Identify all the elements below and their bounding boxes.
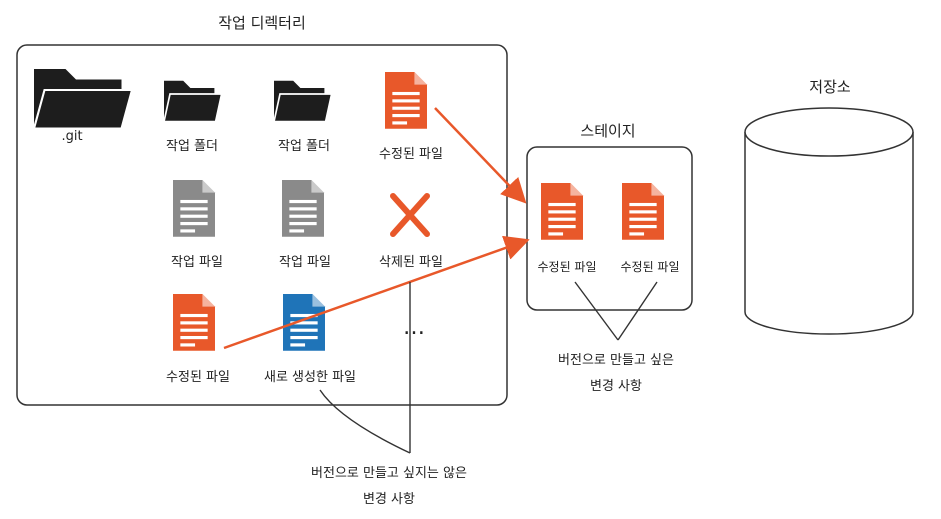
stage-file1-label: 수정된 파일 — [537, 260, 596, 274]
folder-icon — [272, 80, 333, 123]
stage-title: 스테이지 — [580, 122, 635, 140]
want-note-line2: 변경 사항 — [590, 379, 642, 394]
modified-file-icon — [173, 294, 215, 351]
git-label: .git — [61, 129, 82, 144]
deleted-x-icon — [390, 193, 430, 237]
modified-bottom-label: 수정된 파일 — [166, 370, 230, 385]
folder1-label: 작업 폴더 — [166, 139, 218, 154]
deleted-label: 삭제된 파일 — [379, 255, 443, 270]
working-dir-box — [16, 44, 508, 406]
working-dir-title: 작업 디렉터리 — [218, 14, 306, 32]
new-file-label: 새로 생성한 파일 — [264, 370, 356, 385]
file-icon — [282, 180, 324, 237]
file2-label: 작업 파일 — [279, 255, 331, 270]
file-icon — [173, 180, 215, 237]
repository-title: 저장소 — [809, 78, 851, 96]
want-callout-lines — [574, 281, 658, 341]
modified-top-label: 수정된 파일 — [379, 147, 443, 162]
git-folder-icon — [32, 69, 134, 130]
stage-box — [526, 146, 693, 311]
notwant-note-line1: 버전으로 만들고 싶지는 않은 — [311, 466, 467, 481]
folder2-label: 작업 폴더 — [278, 139, 330, 154]
notwant-note-line2: 변경 사항 — [363, 492, 415, 507]
file1-label: 작업 파일 — [171, 255, 223, 270]
repository-cylinder-icon — [744, 107, 914, 335]
want-note-line1: 버전으로 만들고 싶은 — [558, 353, 674, 368]
folder-icon — [162, 80, 223, 123]
arrow-stage-top — [434, 107, 527, 204]
new-file-icon — [283, 294, 325, 351]
staged-file-icon — [541, 183, 583, 240]
more-ellipsis: … — [403, 315, 425, 340]
stage-file2-label: 수정된 파일 — [620, 260, 679, 274]
staged-file-icon — [622, 183, 664, 240]
arrow-stage-bottom — [223, 235, 530, 350]
modified-file-icon — [385, 72, 427, 129]
notwant-callout-lines — [319, 282, 411, 454]
